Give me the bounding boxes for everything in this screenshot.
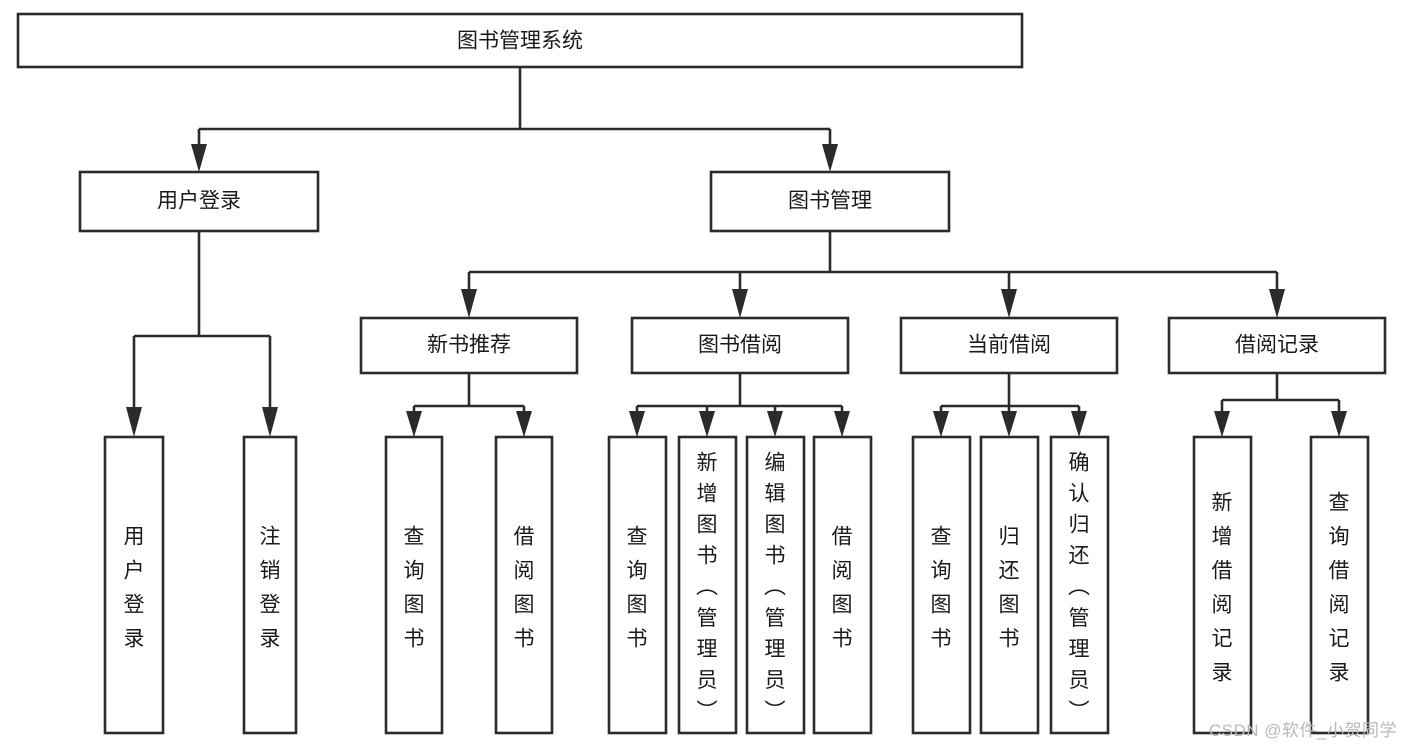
leaf-current-borrow-query-label: 查询图书 — [931, 526, 952, 651]
leaf-borrow-record-query-label: 查询借阅记录 — [1329, 492, 1350, 685]
arrow-nb-child-1 — [406, 411, 422, 437]
arrow-bb-child-4 — [834, 411, 850, 437]
leaf-borrow-record-add-box — [1192, 435, 1253, 735]
leaf-current-borrow-confirm-box — [1049, 435, 1110, 735]
leaf-borrow-record-add[interactable]: 新增借阅记录 — [1192, 435, 1253, 735]
connector-group-current-borrow — [933, 373, 1087, 437]
node-current-borrow-box — [899, 316, 1119, 375]
leaf-book-borrow-add[interactable]: 新增图书︵管理员︶ — [677, 435, 738, 735]
node-user-login-label: 用户登录 — [157, 190, 241, 213]
arrow-bb-child-1 — [629, 411, 645, 437]
leaf-current-borrow-return[interactable]: 归还图书 — [979, 435, 1040, 735]
node-new-book-recommend-box — [359, 316, 579, 375]
leaf-user-login-logout-label: 注销登录 — [260, 526, 281, 651]
leaf-borrow-record-query[interactable]: 查询借阅记录 — [1309, 435, 1370, 735]
leaf-current-borrow-return-label: 归还图书 — [999, 526, 1020, 651]
arrow-user-login-child-1 — [126, 407, 142, 437]
leaf-new-book-borrow-box — [494, 435, 554, 735]
node-user-login[interactable]: 用户登录 — [78, 170, 320, 233]
node-new-book-recommend[interactable]: 新书推荐 — [359, 316, 579, 375]
leaf-new-book-query-box — [384, 435, 444, 735]
arrow-root-to-user-login — [191, 144, 207, 172]
connector-group-book-borrow — [629, 373, 850, 437]
node-borrow-record[interactable]: 借阅记录 — [1167, 316, 1387, 375]
arrow-bm-to-current-borrow — [1001, 289, 1017, 318]
leaf-book-borrow-query[interactable]: 查询图书 — [607, 435, 668, 735]
leaf-book-borrow-add-box — [677, 435, 738, 735]
leaf-user-login-login[interactable]: 用户登录 — [103, 435, 165, 735]
leaf-book-borrow-borrow-label: 借阅图书 — [832, 526, 853, 651]
leaf-new-book-query-label: 查询图书 — [404, 526, 425, 651]
node-user-login-box — [78, 170, 320, 233]
leaf-book-borrow-query-box — [607, 435, 668, 735]
node-root-box — [16, 12, 1024, 69]
arrow-bm-to-borrow-record — [1269, 289, 1285, 318]
node-root-book-management-system[interactable]: 图书管理系统 — [16, 12, 1024, 69]
leaf-borrow-record-query-box — [1309, 435, 1370, 735]
arrow-br-child-1 — [1214, 411, 1230, 437]
leaf-book-borrow-edit-box — [745, 435, 806, 735]
leaf-new-book-borrow[interactable]: 借阅图书 — [494, 435, 554, 735]
leaf-new-book-query[interactable]: 查询图书 — [384, 435, 444, 735]
leaf-user-login-login-label: 用户登录 — [124, 526, 145, 651]
leaf-book-borrow-edit[interactable]: 编辑图书︵管理员︶ — [745, 435, 806, 735]
node-book-management-label: 图书管理 — [788, 190, 872, 213]
leaf-borrow-record-add-label: 新增借阅记录 — [1212, 492, 1233, 685]
arrow-br-child-2 — [1331, 411, 1347, 437]
connector-group-root — [191, 67, 838, 172]
node-current-borrow-label: 当前借阅 — [967, 334, 1051, 357]
arrow-root-to-book-manage — [822, 144, 838, 172]
arrow-bm-to-book-borrow — [732, 289, 748, 318]
leaf-user-login-logout-box — [242, 435, 298, 735]
node-book-management[interactable]: 图书管理 — [709, 170, 951, 233]
node-book-borrow-box — [630, 316, 850, 375]
connector-group-book-manage — [461, 231, 1285, 318]
arrow-cb-child-2 — [1001, 411, 1017, 437]
arrow-bb-child-3 — [767, 411, 783, 437]
arrow-nb-child-2 — [516, 411, 532, 437]
leaf-current-borrow-confirm-label: 确认归还︵管理员︶ — [1068, 451, 1090, 723]
arrow-cb-child-3 — [1071, 411, 1087, 437]
arrow-cb-child-1 — [933, 411, 949, 437]
leaf-current-borrow-return-box — [979, 435, 1040, 735]
leaf-book-borrow-query-label: 查询图书 — [627, 526, 648, 651]
node-book-borrow[interactable]: 图书借阅 — [630, 316, 850, 375]
arrow-user-login-child-2 — [262, 407, 278, 437]
leaf-book-borrow-borrow[interactable]: 借阅图书 — [812, 435, 873, 735]
leaf-book-borrow-add-label: 新增图书︵管理员︶ — [696, 451, 718, 723]
leaf-current-borrow-query[interactable]: 查询图书 — [911, 435, 972, 735]
leaf-new-book-borrow-label: 借阅图书 — [514, 526, 535, 651]
arrow-bb-child-2 — [699, 411, 715, 437]
node-current-borrow[interactable]: 当前借阅 — [899, 316, 1119, 375]
leaf-book-borrow-edit-label: 编辑图书︵管理员︶ — [764, 451, 786, 723]
connector-group-borrow-record — [1214, 373, 1347, 437]
leaf-user-login-login-box — [103, 435, 165, 735]
arrow-bm-to-new-book — [461, 289, 477, 318]
leaf-current-borrow-query-box — [911, 435, 972, 735]
leaf-user-login-logout[interactable]: 注销登录 — [242, 435, 298, 735]
node-book-borrow-label: 图书借阅 — [698, 334, 782, 357]
leaf-book-borrow-borrow-box — [812, 435, 873, 735]
connector-group-user-login — [126, 231, 278, 437]
node-borrow-record-box — [1167, 316, 1387, 375]
leaf-current-borrow-confirm[interactable]: 确认归还︵管理员︶ — [1049, 435, 1110, 735]
node-root-label: 图书管理系统 — [457, 30, 583, 53]
node-book-management-box — [709, 170, 951, 233]
connector-group-new-book — [406, 373, 532, 437]
node-new-book-recommend-label: 新书推荐 — [427, 334, 511, 357]
node-borrow-record-label: 借阅记录 — [1235, 334, 1319, 357]
